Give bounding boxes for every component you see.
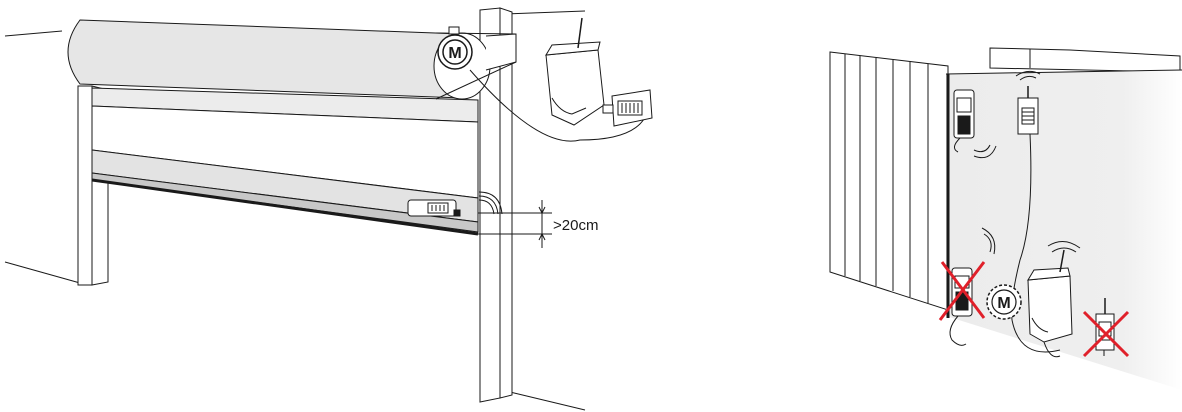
gate-top-housing <box>989 47 1181 73</box>
fence-panels <box>829 51 949 311</box>
gate-top-receiver <box>1011 70 1041 321</box>
shutter-curtain <box>91 87 479 233</box>
prohibited-cross-icon-2 <box>1082 310 1130 358</box>
prohibited-cross-icon <box>938 261 986 321</box>
ceiling-line-right <box>504 10 586 15</box>
left-motor-symbol: M <box>437 26 473 70</box>
upper-edge-transmitter <box>953 89 997 159</box>
right-sliding-gate-diagram: M <box>829 47 1182 390</box>
gate-radio-wave-icon <box>981 227 996 255</box>
ceiling-line <box>4 30 63 37</box>
right-motor-symbol: M <box>986 284 1022 320</box>
floor-line <box>4 261 81 284</box>
left-radio-wave-icon <box>478 191 503 215</box>
motor-cable <box>469 69 649 142</box>
bottom-bar-edge <box>91 178 479 236</box>
gate-panel <box>946 70 1182 390</box>
clearance-dimension <box>478 200 552 248</box>
left-motor-label: M <box>448 45 461 62</box>
floor-line-right <box>509 391 586 411</box>
lower-edge-transmitter <box>949 267 973 346</box>
left-control-unit <box>545 17 605 126</box>
right-motor-label: M <box>997 295 1010 312</box>
gate-control-unit <box>1011 241 1081 358</box>
left-roller-shutter-diagram: M <box>4 7 653 411</box>
bottom-bar-transmitter <box>407 199 461 217</box>
antenna <box>577 17 583 49</box>
left-receiver-unit <box>602 89 653 127</box>
clearance-label: >20cm <box>553 217 598 234</box>
